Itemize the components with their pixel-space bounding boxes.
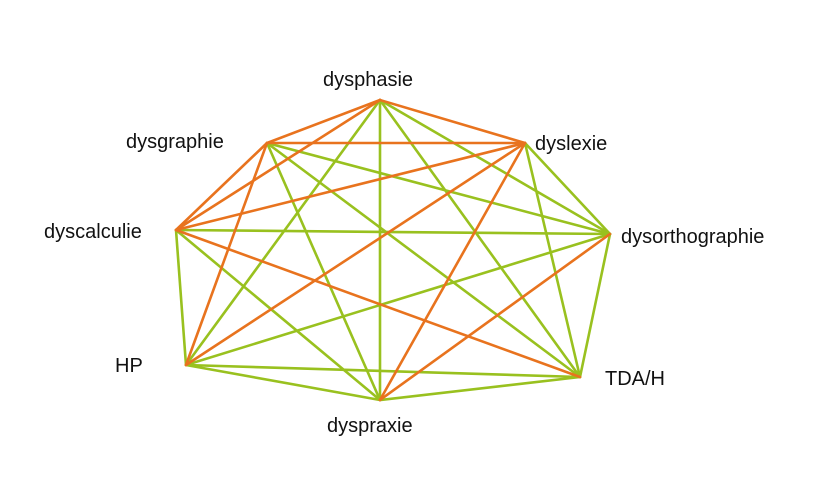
node-label-hp: HP xyxy=(115,355,143,377)
edge-dyslexie-dyspraxie xyxy=(378,141,527,402)
node-label-dysorthographie: dysorthographie xyxy=(621,226,765,248)
edge-dyslexie-dysorthographie xyxy=(523,141,612,236)
edge-dyspraxie-dyscalculie xyxy=(174,228,382,402)
node-label-dysgraphie: dysgraphie xyxy=(126,131,224,153)
edge-hp-dysgraphie xyxy=(184,141,269,367)
edge-dysorthographie-hp xyxy=(184,232,612,367)
edge-dyspraxie-dysgraphie xyxy=(265,141,382,402)
edge-dysorthographie-dyspraxie xyxy=(378,232,612,402)
edge-dyslexie-tdah xyxy=(523,141,582,379)
edge-tdah-dysgraphie xyxy=(265,141,582,379)
node-label-dyscalculie: dyscalculie xyxy=(44,221,142,243)
edge-dyslexie-dyscalculie xyxy=(174,141,527,232)
edge-hp-dyscalculie xyxy=(174,228,188,367)
node-label-dysphasie: dysphasie xyxy=(323,69,414,91)
edge-tdah-dyspraxie xyxy=(378,375,582,402)
node-label-dyspraxie: dyspraxie xyxy=(327,415,413,437)
edge-dyslexie-hp xyxy=(184,141,527,367)
edge-dysphasie-dysorthographie xyxy=(378,98,612,236)
edge-dysphasie-dyslexie xyxy=(378,98,527,145)
edge-dysorthographie-dyscalculie xyxy=(174,228,612,236)
node-label-dyslexie: dyslexie xyxy=(535,133,608,155)
edge-dysphasie-dyscalculie xyxy=(174,98,382,232)
edge-tdah-hp xyxy=(184,363,582,379)
edge-dyscalculie-dysgraphie xyxy=(174,141,269,232)
edge-dysorthographie-tdah xyxy=(578,232,612,379)
edge-dysorthographie-dysgraphie xyxy=(265,141,612,236)
edge-dysphasie-tdah xyxy=(378,98,582,379)
edge-dyspraxie-hp xyxy=(184,363,382,402)
node-label-tdah: TDA/H xyxy=(605,368,665,390)
edges-layer xyxy=(174,98,612,402)
edge-dysphasie-dysgraphie xyxy=(265,98,382,145)
edge-tdah-dyscalculie xyxy=(174,228,582,379)
